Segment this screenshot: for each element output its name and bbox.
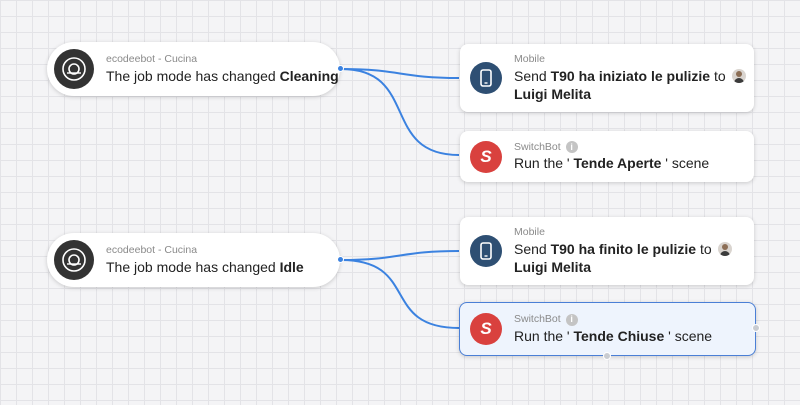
action-node-mobile-send[interactable]: Mobile Send T90 ha iniziato le pulizie t…	[460, 44, 754, 112]
action-node-switchbot-scene[interactable]: S SwitchBot i Run the ' Tende Aperte ' s…	[460, 131, 754, 182]
robot-vacuum-icon	[54, 240, 94, 280]
trigger-description: The job mode has changed Idle	[106, 258, 304, 275]
message-text: T90 ha finito le pulizie	[550, 240, 697, 257]
action-service-label: Mobile	[514, 52, 545, 65]
scene-name: Tende Chiuse	[573, 327, 665, 344]
trigger-value: Cleaning	[279, 67, 339, 84]
trigger-device-label: ecodeebot - Cucina	[106, 244, 198, 257]
wire-trigger1-mobile	[340, 68, 460, 79]
action-service-label: SwitchBot	[514, 140, 561, 153]
output-port[interactable]	[337, 256, 344, 263]
action-node-mobile-send[interactable]: Mobile Send T90 ha finito le pulizie to …	[460, 217, 754, 285]
phone-icon	[470, 235, 502, 267]
switchbot-logo-icon: S	[470, 313, 502, 345]
info-icon[interactable]: i	[565, 313, 578, 326]
connection-handle-bottom[interactable]	[603, 352, 611, 360]
info-icon[interactable]: i	[565, 141, 578, 154]
trigger-description: The job mode has changed Cleaning	[106, 67, 339, 84]
wire-trigger2-mobile	[340, 250, 460, 261]
recipient-name: Luigi Melita	[514, 258, 591, 275]
action-description: Send T90 ha iniziato le pulizie to Luigi…	[514, 67, 746, 103]
message-text: T90 ha iniziato le pulizie	[550, 67, 711, 84]
recipient-name: Luigi Melita	[514, 85, 591, 102]
trigger-device-label: ecodeebot - Cucina	[106, 53, 198, 66]
action-service-label: SwitchBot	[514, 313, 561, 326]
action-description: Run the ' Tende Chiuse ' scene	[514, 327, 713, 344]
switchbot-logo-icon: S	[470, 140, 502, 173]
action-description: Run the ' Tende Aperte ' scene	[514, 155, 710, 172]
wire-trigger1-switchbot	[340, 68, 460, 156]
scene-name: Tende Aperte	[573, 155, 662, 172]
output-port[interactable]	[337, 65, 344, 72]
connection-handle-right[interactable]	[752, 324, 760, 332]
action-description: Send T90 ha finito le pulizie to Luigi M…	[514, 240, 732, 276]
trigger-node-idle[interactable]: ecodeebot - Cucina The job mode has chan…	[47, 233, 340, 287]
robot-vacuum-icon	[54, 49, 94, 89]
wire-trigger2-switchbot	[340, 259, 460, 329]
trigger-value: Idle	[279, 258, 304, 275]
action-node-switchbot-scene-selected[interactable]: S SwitchBot i Run the ' Tende Chiuse ' s…	[459, 302, 756, 356]
phone-icon	[470, 62, 502, 94]
user-avatar-icon	[731, 68, 746, 83]
user-avatar-icon	[717, 241, 732, 256]
trigger-node-cleaning[interactable]: ecodeebot - Cucina The job mode has chan…	[47, 42, 340, 96]
action-service-label: Mobile	[514, 225, 545, 238]
